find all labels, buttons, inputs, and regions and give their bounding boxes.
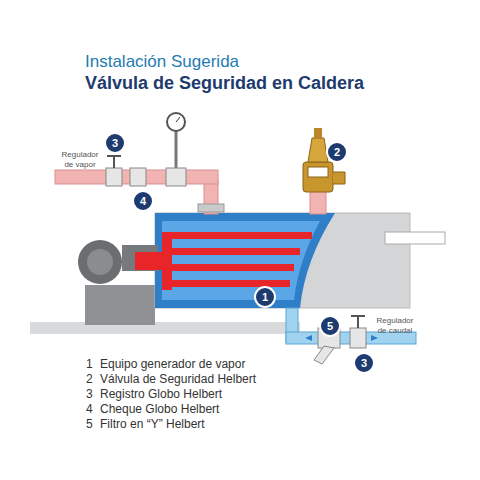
callout-number: 1 <box>254 286 276 308</box>
outlet-pipe <box>385 232 445 244</box>
callout-number: 2 <box>326 141 348 163</box>
burner-base <box>85 285 155 325</box>
legend-text: Válvula de Seguridad Helbert <box>100 372 256 386</box>
floor-slab <box>30 322 300 334</box>
callout-text: 3 <box>112 138 118 149</box>
pressure-gauge <box>166 113 186 186</box>
diagram-title: Válvula de Seguridad en Caldera <box>85 73 364 94</box>
callout-text: 5 <box>327 321 333 332</box>
callout-text: 3 <box>361 358 367 369</box>
water-globe-valve <box>350 316 366 348</box>
fire-tubes <box>162 232 312 290</box>
callout-number: 3 <box>353 352 375 374</box>
boiler-shell <box>155 213 410 308</box>
part-label: Regulador de vapor <box>58 150 102 170</box>
check-valve <box>130 168 146 186</box>
callout-text: 4 <box>140 196 146 207</box>
legend-text: Registro Globo Helbert <box>100 387 222 401</box>
flow-arrows <box>305 335 378 341</box>
callout-number: 4 <box>132 190 154 212</box>
callout-number: 3 <box>104 132 126 154</box>
legend-text: Equipo generador de vapor <box>100 357 245 371</box>
legend-text: Cheque Globo Helbert <box>100 402 219 416</box>
callout-number: 5 <box>319 315 341 337</box>
water-chamber <box>162 221 320 300</box>
legend-number: 2 <box>86 372 93 386</box>
legend-number: 1 <box>86 357 93 371</box>
callout-text: 2 <box>334 147 340 158</box>
legend-text: Filtro en “Y” Helbert <box>100 417 205 431</box>
steam-globe-valve <box>106 156 122 186</box>
burner <box>78 240 162 284</box>
subtitle: Instalación Sugerida <box>85 52 239 72</box>
boiler-cutaway <box>155 213 335 308</box>
legend-number: 5 <box>86 417 93 431</box>
part-label: Regulador de caudal <box>372 316 418 336</box>
callout-text: 1 <box>262 292 268 303</box>
legend-number: 4 <box>86 402 93 416</box>
legend-number: 3 <box>86 387 93 401</box>
